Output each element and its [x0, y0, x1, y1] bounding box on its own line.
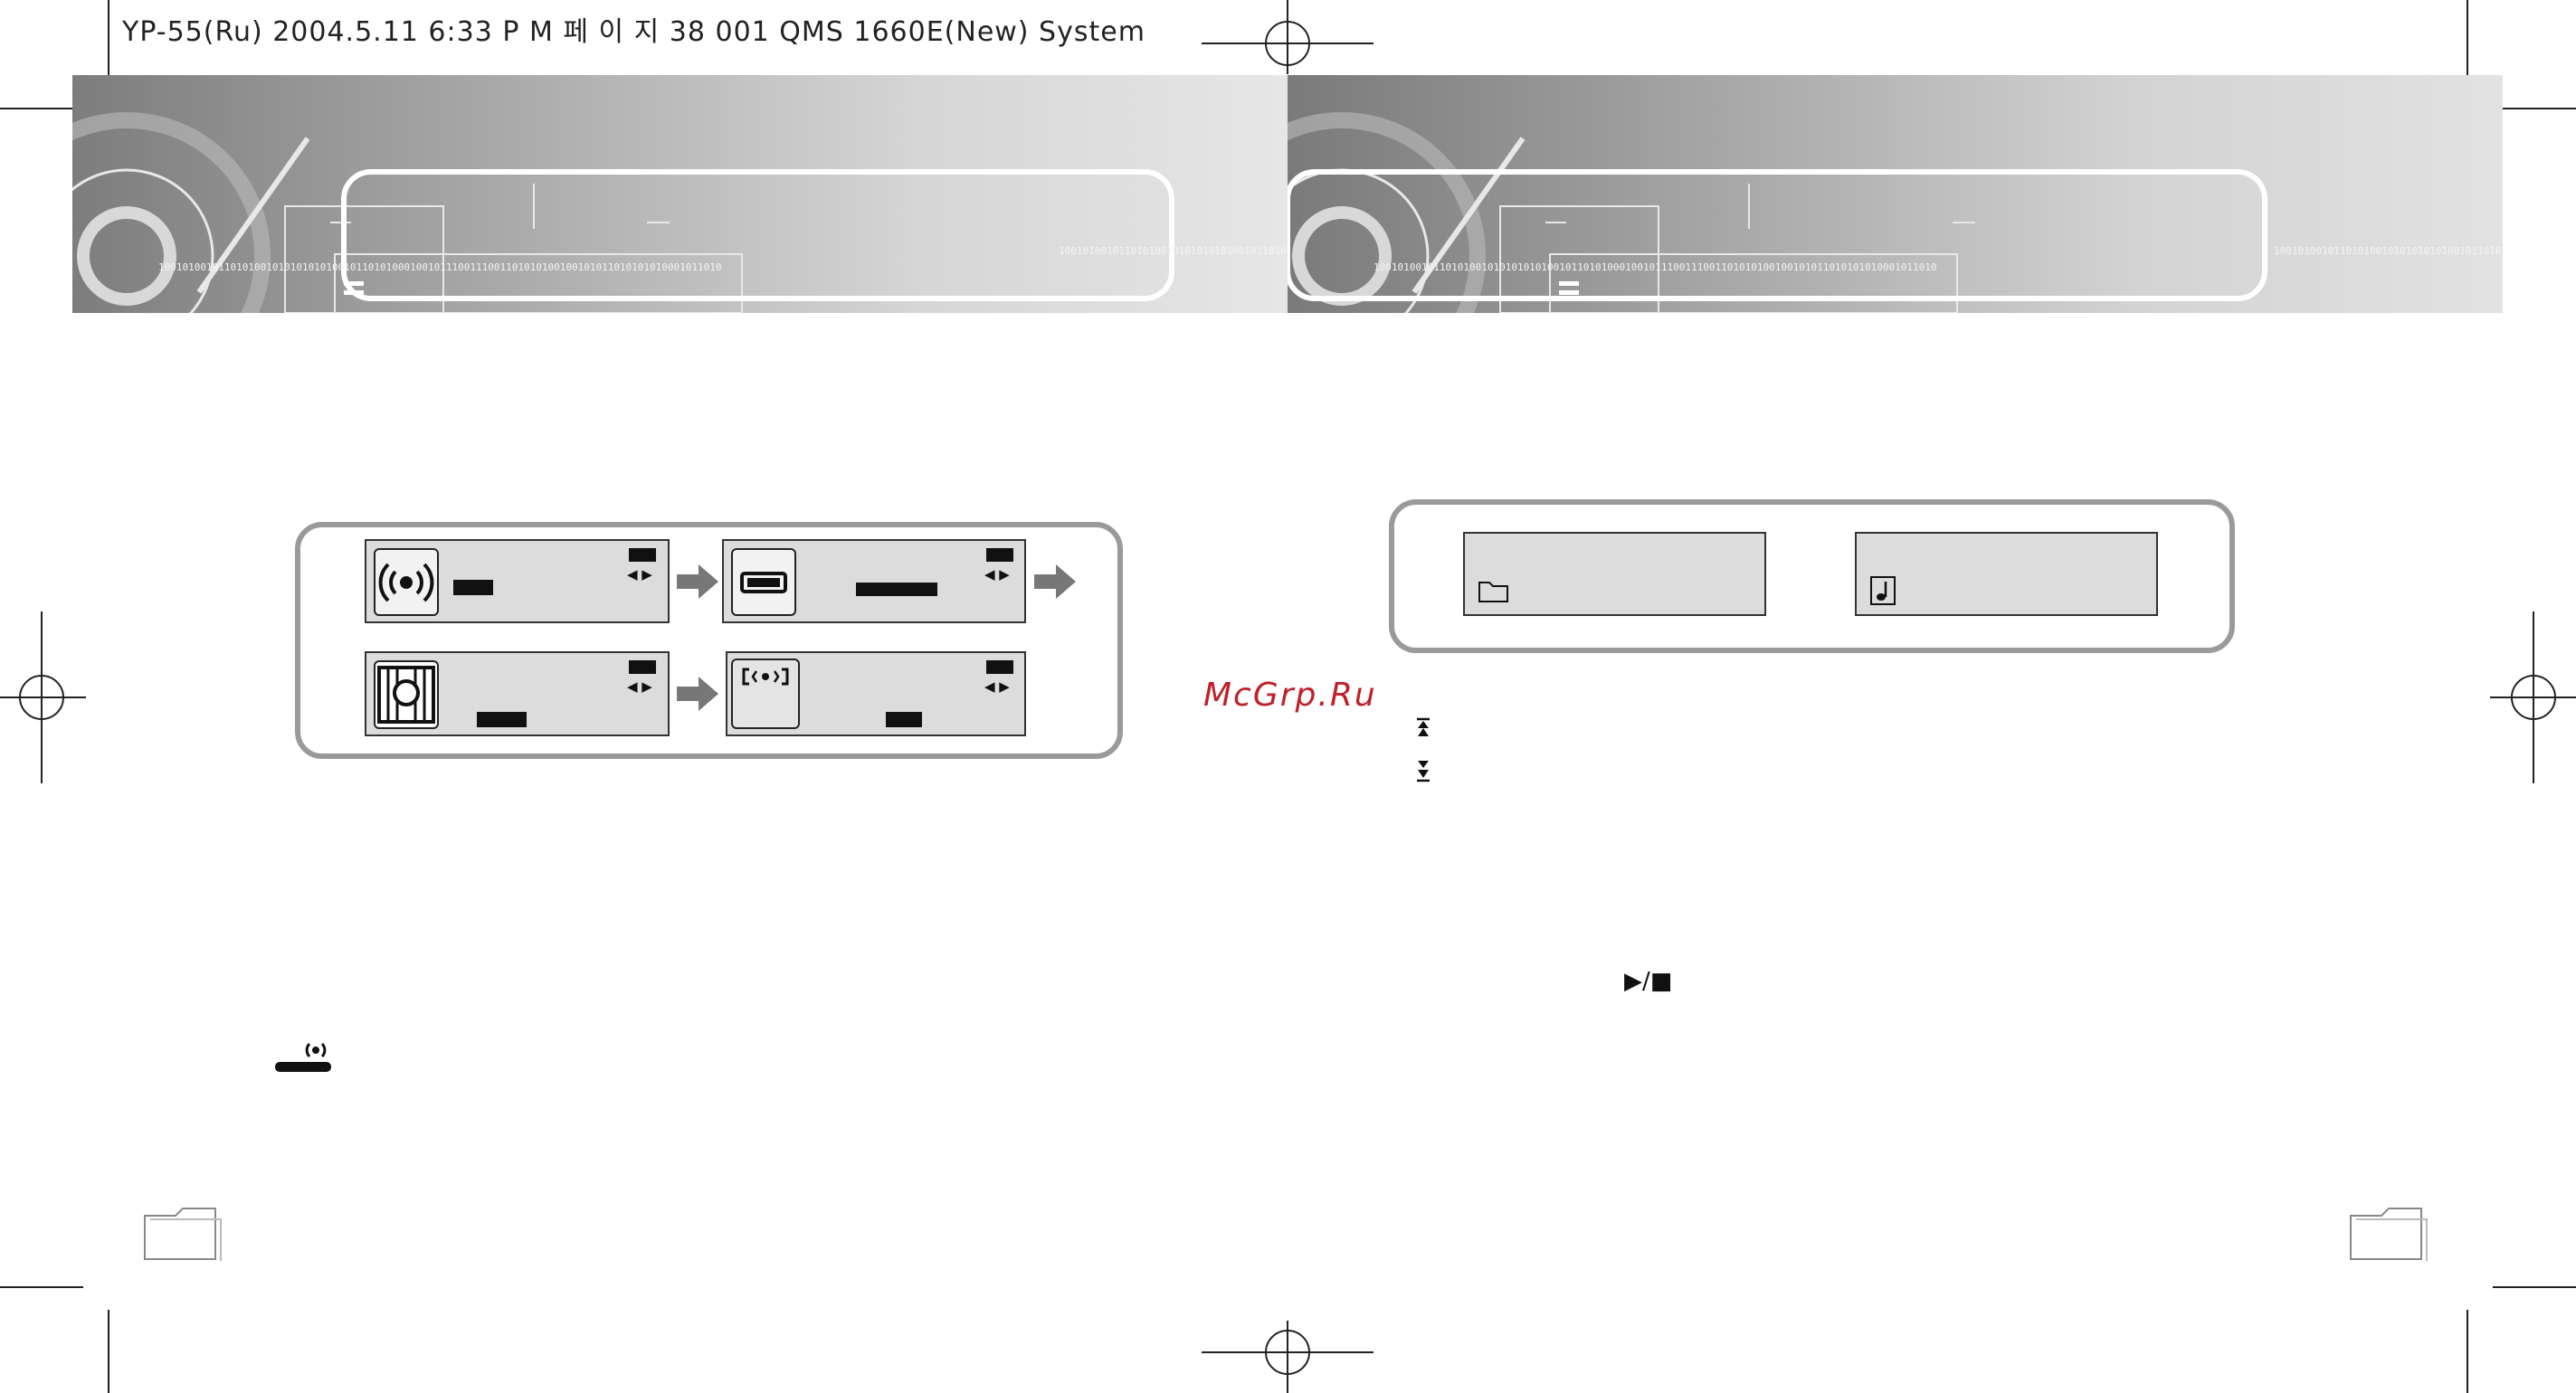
watermark: McGrp.Ru	[1203, 677, 1377, 714]
left-right-arrows-icon: ◀ ▶	[984, 566, 1010, 583]
play-stop-icon: ▶/■	[1624, 968, 1673, 995]
lcd-text-bar	[886, 712, 922, 727]
skip-up-icon	[1417, 717, 1430, 736]
banner-decoration-left	[72, 112, 1174, 313]
lcd-screen-broadcast: ◀ ▶	[365, 539, 670, 623]
banner-binary-left: 1001010010110101001010101010100101101010…	[158, 261, 722, 273]
battery-icon	[629, 660, 656, 674]
lcd-screen-sun: ◀ ▶	[365, 651, 670, 736]
folder-icon	[1478, 582, 1508, 602]
banner-binary-right-b: 1001010010110101001010101010100101101010…	[2274, 245, 2503, 257]
left-right-arrows-icon: ◀ ▶	[627, 678, 652, 695]
banner-binary-left-b: 1001010010110101001010101010100101101010…	[1059, 245, 1288, 257]
banner-decoration-right	[1288, 112, 2267, 313]
arrow-right-icon	[677, 677, 718, 711]
left-right-arrows-icon: ◀ ▶	[627, 566, 652, 583]
page-tab-left	[144, 1208, 222, 1261]
broadcast-icon	[374, 548, 439, 616]
print-header: YP-55(Ru) 2004.5.11 6:33 P M 페 이 지 38 00…	[122, 16, 1145, 48]
battery-icon	[629, 548, 656, 562]
lcd-screen-usb: ◀ ▶	[722, 539, 1026, 623]
banner-binary-right: 1001010010110101001010101010100101101010…	[1374, 261, 1937, 273]
lcd-text-bar	[477, 712, 527, 727]
header-banner-right: 1001010010110101001010101010100101101010…	[1288, 75, 2503, 313]
arrow-right-icon	[1034, 564, 1076, 599]
broadcast-button-icon	[275, 1042, 331, 1072]
sun-icon	[374, 660, 439, 729]
usb-icon	[731, 548, 796, 616]
repeat-icon	[731, 659, 800, 729]
battery-icon	[986, 660, 1013, 674]
lcd-screen-music	[1855, 532, 2158, 616]
arrow-right-icon	[677, 564, 718, 599]
page-tab-right	[2350, 1208, 2428, 1261]
lcd-text-bar	[453, 580, 493, 595]
lcd-screen-folder	[1463, 532, 1766, 616]
lcd-text-bar	[856, 583, 937, 596]
battery-icon	[986, 548, 1013, 562]
header-banner-left: 1001010010110101001010101010100101101010…	[72, 75, 1288, 313]
lcd-screen-repeat: ◀ ▶	[726, 651, 1026, 736]
music-note-icon	[1870, 576, 1896, 605]
left-right-arrows-icon: ◀ ▶	[984, 678, 1010, 695]
skip-down-icon	[1417, 761, 1430, 782]
